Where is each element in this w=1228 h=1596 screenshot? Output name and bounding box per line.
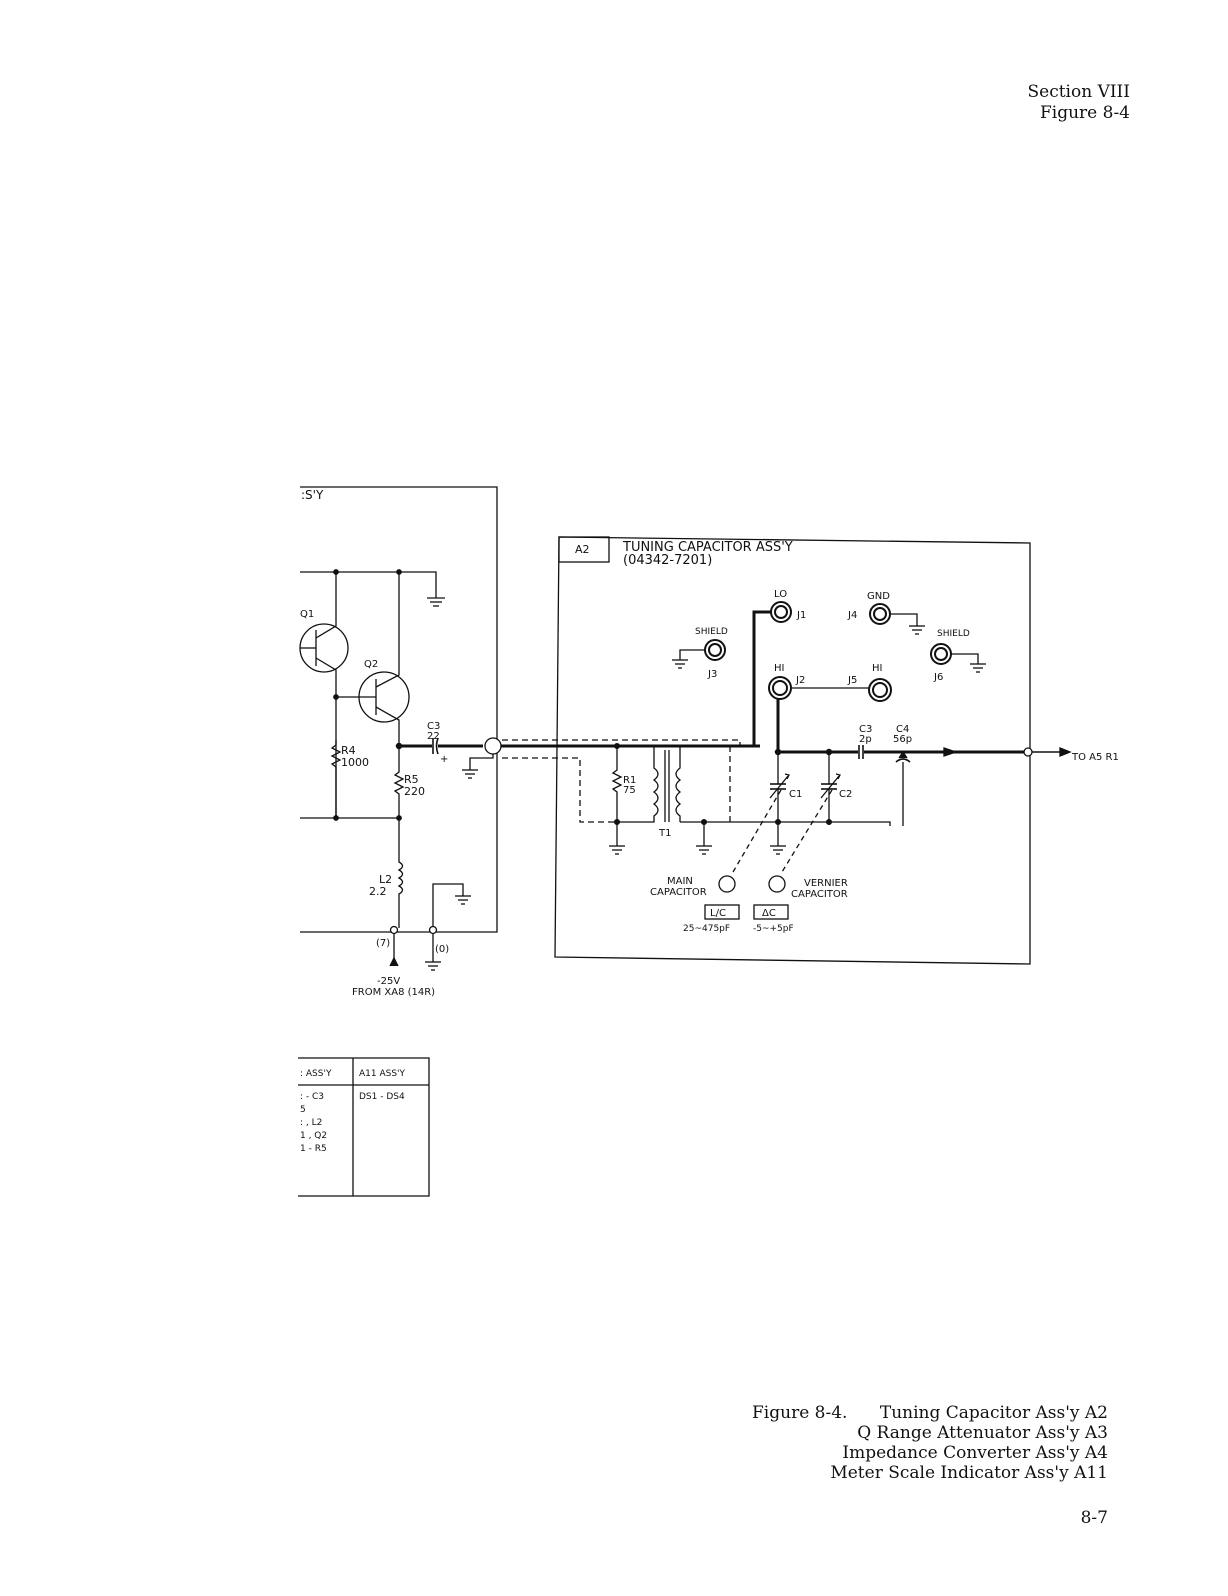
table-cell: 5 [300,1105,306,1115]
table-cell: DS1 - DS4 [359,1092,405,1102]
page-header: Section VIII Figure 8-4 [1027,82,1130,124]
shield-left-label: SHIELD [695,627,728,637]
figure-label: Figure 8-4 [1039,103,1130,123]
a2-part-number: (04342-7201) [623,553,712,568]
supply-source: FROM XA8 (14R) [352,987,435,998]
figure-caption: Figure 8-4. Tuning Capacitor Ass'y A2 Q … [752,1403,1108,1483]
a2-title: TUNING CAPACITOR ASS'Y [622,540,793,555]
gnd-label: GND [867,591,890,602]
caption-line: Meter Scale Indicator Ass'y A11 [830,1463,1108,1483]
r5-label: R5 [404,773,419,786]
to-a5-label: TO A5 R1 [1071,752,1119,763]
hi-right-label: HI [872,663,882,674]
r4-label: R4 [341,744,356,757]
left-assy-border [300,486,498,933]
r4-value: 1000 [341,756,369,769]
table-cell: 1 - R5 [300,1144,327,1154]
c3-left-value: 22 [427,731,440,742]
table-cell: : , L2 [300,1118,322,1128]
dc-label: ΔC [762,908,776,919]
pin-0-label: (0) [435,944,449,955]
r1-value: 75 [623,785,636,796]
table-header-1: : ASS'Y [300,1069,332,1079]
table-header-2: A11 ASS'Y [359,1069,406,1079]
a2-ref-box [558,536,610,563]
t1-label: T1 [658,828,671,839]
lc-label-box [704,904,740,920]
main-capacitor-label-2: CAPACITOR [650,887,707,898]
a2-box-border [554,536,1031,965]
caption-line: Tuning Capacitor Ass'y A2 [879,1403,1108,1423]
table-cell: 1 , Q2 [300,1131,327,1141]
c2-label: C2 [839,789,852,800]
page-number: 8-7 [1080,1508,1108,1528]
lo-label: LO [774,589,787,600]
parts-table-border [298,1057,430,1197]
j6-label: J6 [933,672,943,683]
q2-label: Q2 [364,659,378,670]
lc-label: L/C [710,908,726,919]
q1-label: Q1 [300,609,314,620]
shield-right-label: SHIELD [937,629,970,639]
c3-right-value: 2p [859,734,872,745]
r5-value: 220 [404,785,425,798]
l2-label: L2 [379,873,392,886]
c3-right-label: C3 [859,724,872,735]
j1-label: J1 [796,610,806,621]
c3-left-label: C3 [427,721,440,732]
caption-line: Impedance Converter Ass'y A4 [842,1443,1108,1463]
dc-label-box [753,904,789,920]
c4-label: C4 [896,724,909,735]
main-capacitor-label-1: MAIN [667,876,693,887]
l2-value: 2.2 [369,885,387,898]
section-label: Section VIII [1027,82,1130,102]
table-cell: : - C3 [300,1092,324,1102]
hi-left-label: HI [774,663,784,674]
j2-label: J2 [795,675,805,686]
caption-lead: Figure 8-4. [752,1403,848,1423]
c1-label: C1 [789,789,802,800]
pin-7-label: (7) [376,938,390,949]
c3-plus-sign: + [440,754,448,765]
caption-line: Q Range Attenuator Ass'y A3 [857,1423,1108,1443]
j3-label: J3 [707,669,717,680]
vernier-capacitor-label-1: VERNIER [804,878,848,889]
lc-range: 25~475pF [683,924,730,934]
a2-ref-label: A2 [575,543,590,556]
left-assy-title: :S'Y [301,488,324,502]
dc-range: -5~+5pF [753,924,794,934]
j5-label: J5 [847,675,857,686]
vernier-capacitor-label-2: CAPACITOR [791,889,848,900]
r1-label: R1 [623,775,636,786]
c4-value: 56p [893,734,912,745]
supply-voltage: -25V [377,976,400,987]
j4-label: J4 [847,610,857,621]
